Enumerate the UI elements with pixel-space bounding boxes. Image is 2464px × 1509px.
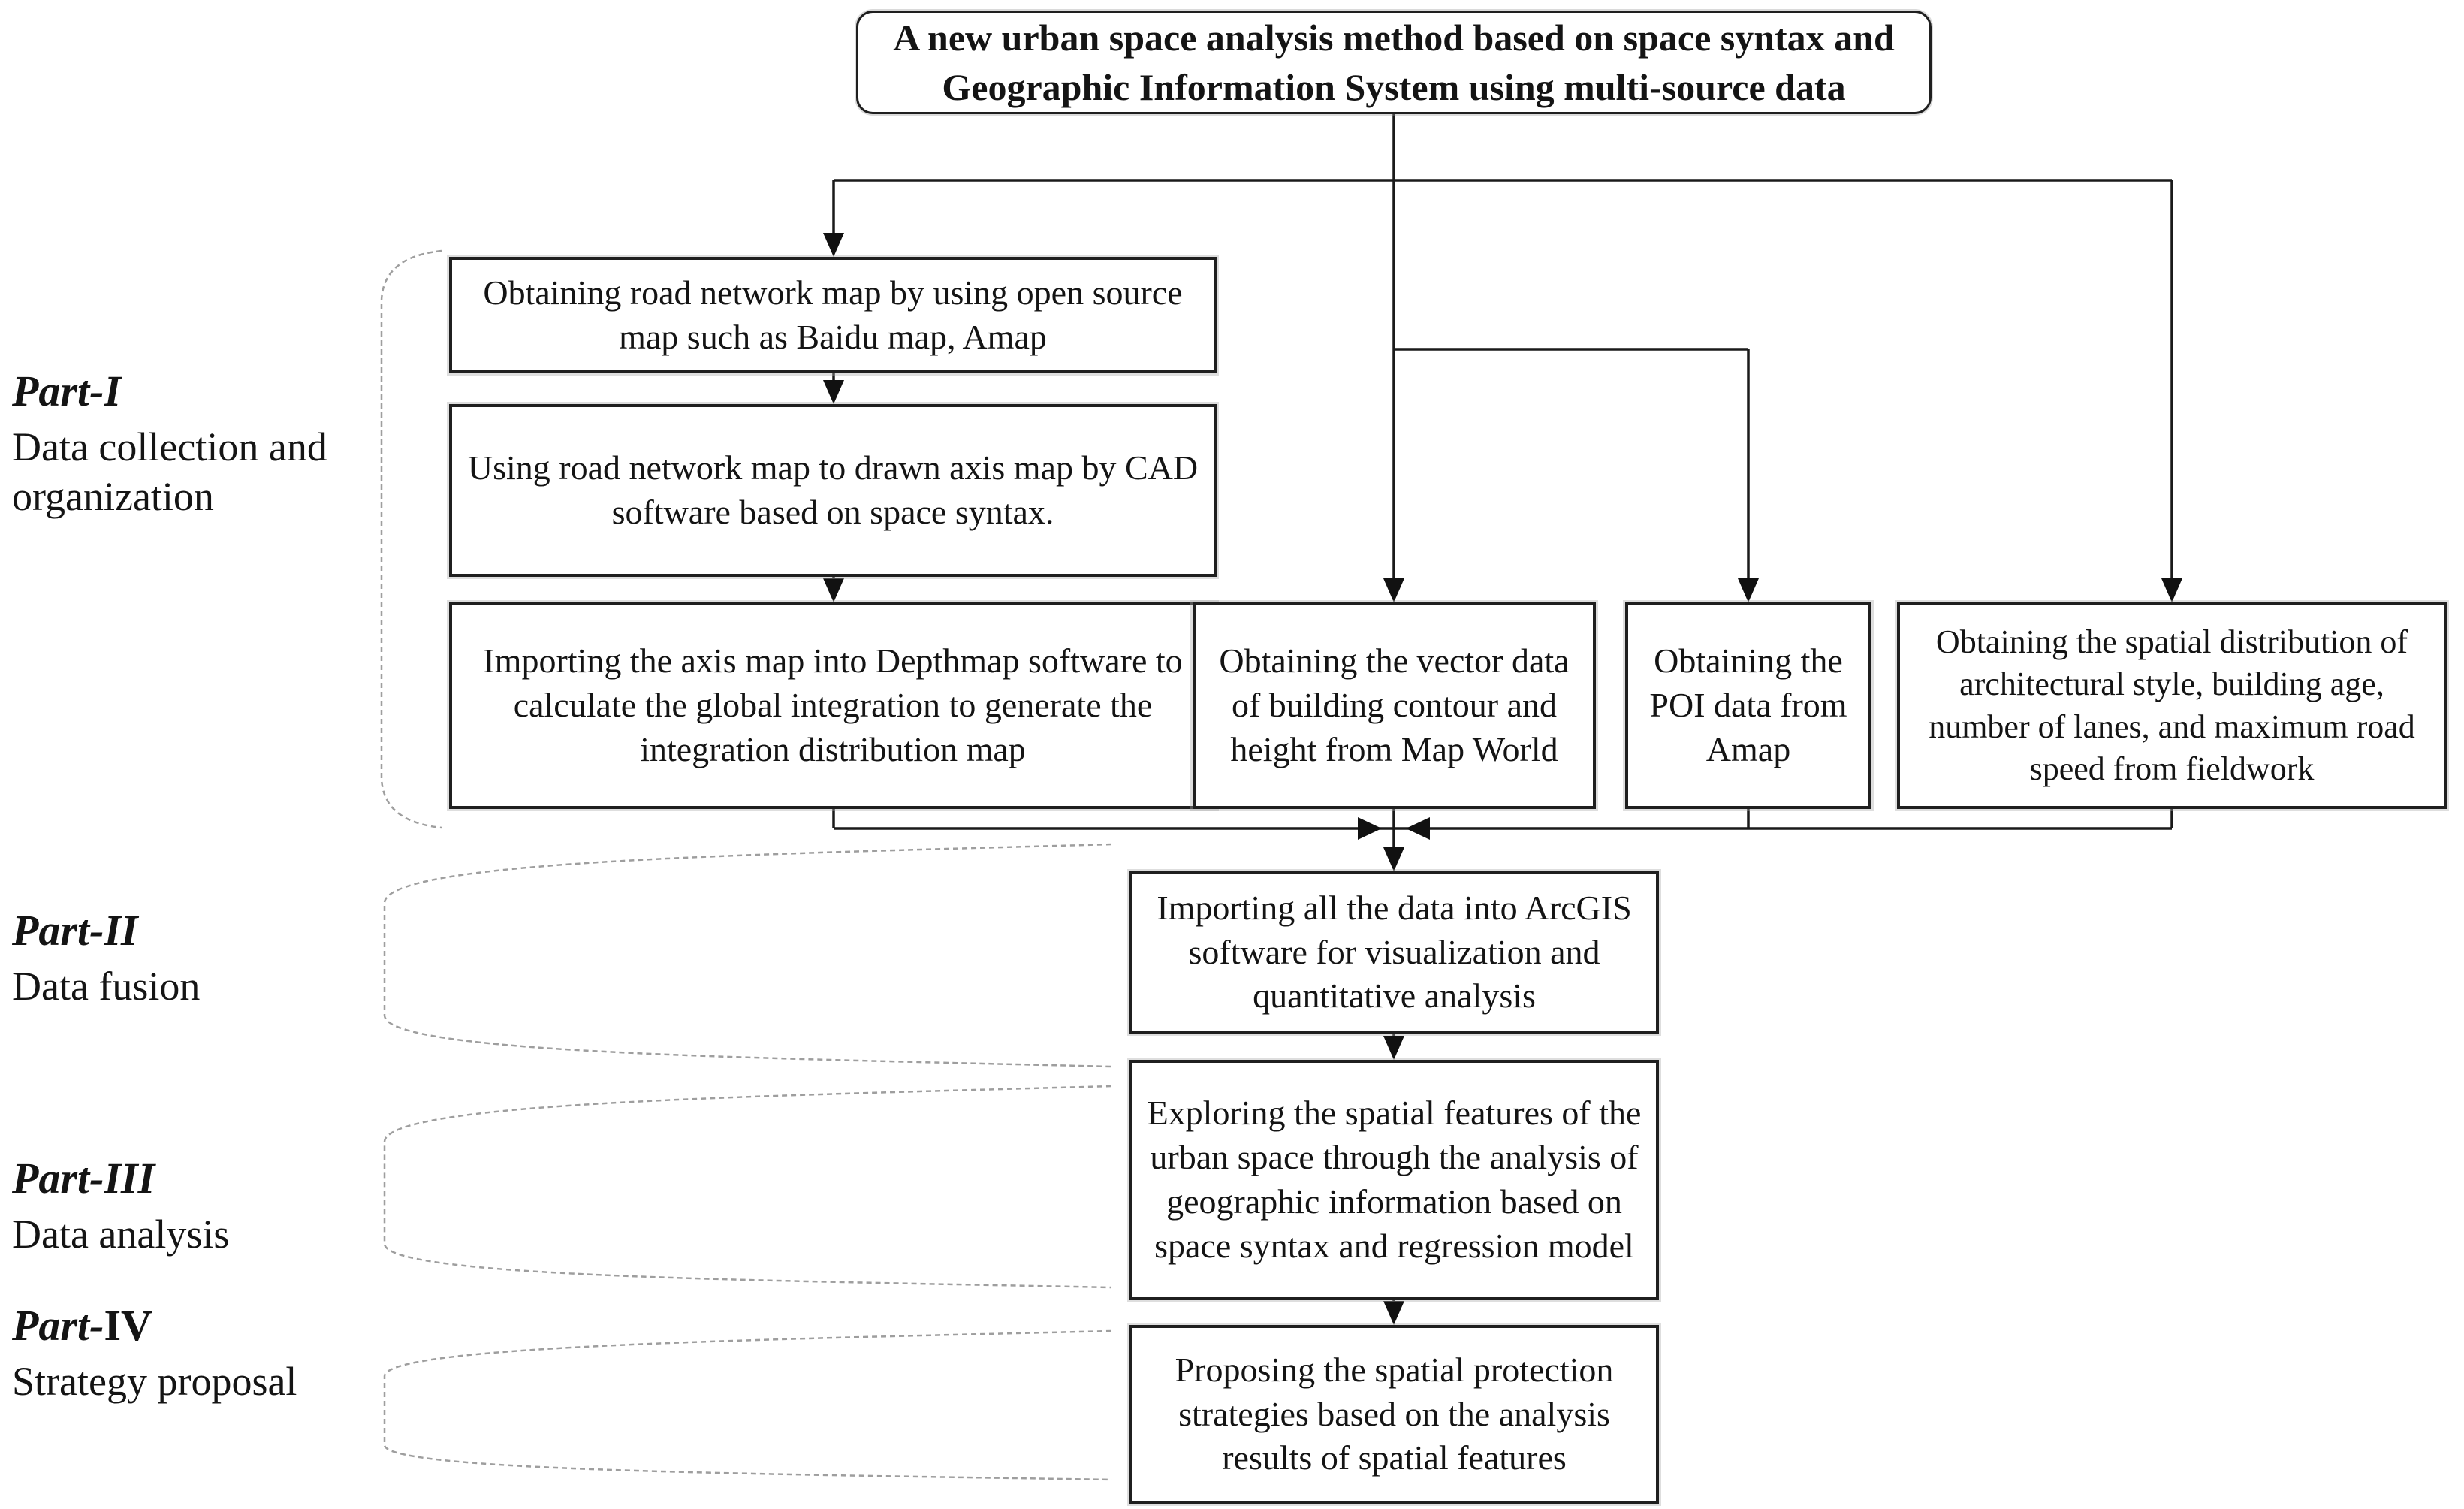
part4-subtitle: Strategy proposal — [12, 1358, 297, 1404]
part3-title: Part-III — [12, 1154, 433, 1204]
part2-title-prefix: Part- — [12, 906, 104, 955]
part4-title-prefix: Part- — [12, 1301, 104, 1350]
arrow-into-vector-data — [1383, 578, 1404, 602]
box-vector-data: Obtaining the vector data of building co… — [1193, 602, 1596, 809]
part-label-1: Part-I Data collection and organization — [12, 367, 433, 521]
arrow-converge-left — [1406, 817, 1430, 840]
title-box: A new urban space analysis method based … — [856, 11, 1932, 114]
arrow-into-exploring — [1383, 1036, 1404, 1060]
box-fieldwork: Obtaining the spatial distribution of ar… — [1897, 602, 2447, 809]
box-axis-map: Using road network map to drawn axis map… — [449, 404, 1217, 577]
part2-subtitle: Data fusion — [12, 963, 201, 1009]
part1-title-numeral: I — [104, 367, 122, 415]
box-exploring: Exploring the spatial features of the ur… — [1129, 1060, 1659, 1300]
box-depthmap: Importing the axis map into Depthmap sof… — [449, 602, 1217, 809]
arrow-into-poi — [1738, 578, 1759, 602]
arrow-into-road-network — [823, 233, 844, 257]
part3-title-numeral: III — [104, 1154, 155, 1203]
arrowheads — [823, 233, 2182, 1325]
part3-brace — [383, 1085, 1112, 1289]
part3-title-prefix: Part- — [12, 1154, 104, 1203]
box-poi-data: Obtaining the POI data from Amap — [1625, 602, 1871, 809]
part2-title: Part-II — [12, 906, 433, 956]
box-proposing: Proposing the spatial protection strateg… — [1129, 1325, 1659, 1504]
part1-title: Part-I — [12, 367, 433, 417]
part-label-4: Part-IV Strategy proposal — [12, 1301, 433, 1407]
part4-brace — [383, 1329, 1112, 1481]
part3-subtitle: Data analysis — [12, 1211, 230, 1257]
part-label-3: Part-III Data analysis — [12, 1154, 433, 1260]
box-arcgis: Importing all the data into ArcGIS softw… — [1129, 871, 1659, 1034]
part-label-2: Part-II Data fusion — [12, 906, 433, 1012]
part1-subtitle: Data collection and organization — [12, 424, 327, 519]
part4-title-numeral: IV — [104, 1301, 152, 1350]
part1-brace — [380, 249, 442, 829]
arrow-into-axis-map — [823, 380, 844, 404]
arrow-converge-right — [1358, 817, 1382, 840]
arrow-into-arcgis — [1383, 847, 1404, 871]
box-road-network: Obtaining road network map by using open… — [449, 257, 1217, 373]
arrow-into-fieldwork — [2161, 578, 2182, 602]
part4-title: Part-IV — [12, 1301, 433, 1351]
part2-title-numeral: II — [104, 906, 138, 955]
arrow-into-proposing — [1383, 1301, 1404, 1325]
part1-title-prefix: Part- — [12, 367, 104, 415]
arrow-into-depthmap — [823, 578, 844, 602]
part2-brace — [383, 843, 1112, 1068]
